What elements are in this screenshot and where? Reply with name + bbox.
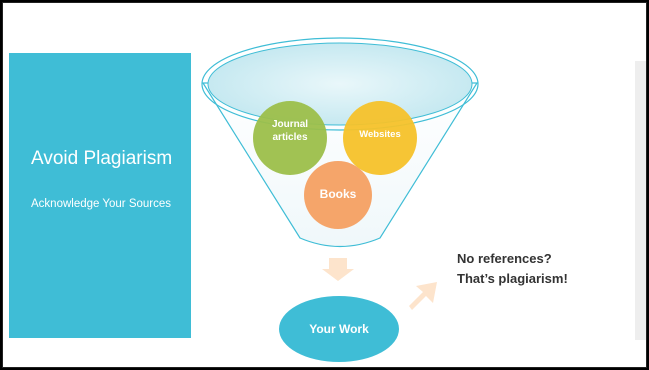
funnel-diagram [201,37,479,362]
right-panel [635,61,646,340]
diagonal-arrow [409,282,437,310]
plagiarism-callout: No references? That’s plagiarism! [457,249,568,289]
websites-circle [343,101,417,175]
your-work-label: Your Work [309,322,369,336]
websites-label: Websites [359,129,401,140]
your-work-ellipse [279,296,399,362]
slide-title: Avoid Plagiarism [31,148,173,169]
journal-articles-circle [253,101,327,175]
books-label: Books [319,187,357,201]
funnel-rim-inner [207,42,473,126]
funnel-rim-outer [201,37,479,131]
callout-line-2: That’s plagiarism! [457,271,568,286]
books-circle [304,161,372,229]
callout-line-1: No references? [457,251,552,266]
title-panel [9,53,191,338]
slide-subtitle: Acknowledge Your Sources [31,198,172,210]
down-arrow [322,258,354,281]
journal-articles-label: Journal articles [271,119,309,143]
